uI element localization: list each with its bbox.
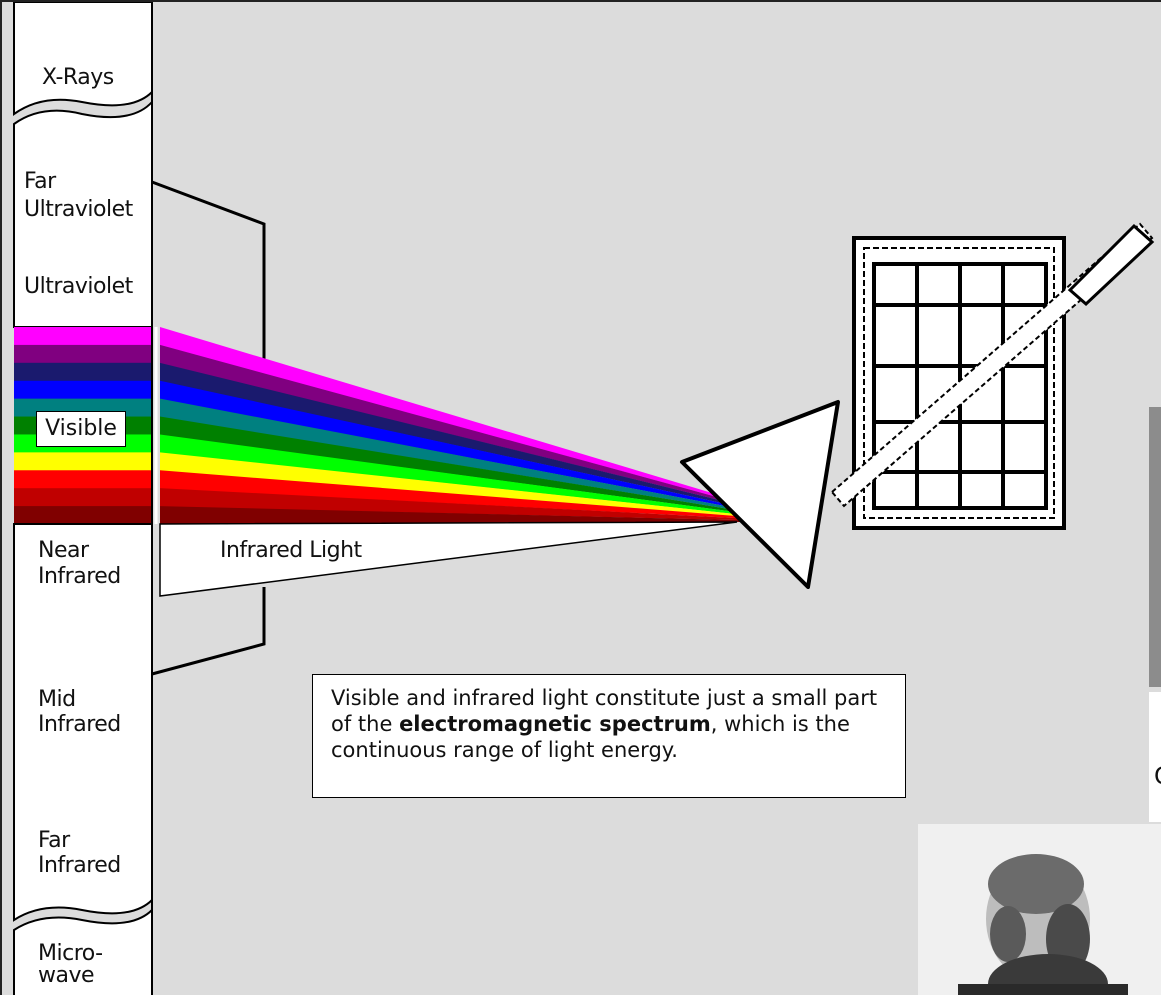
far-infrared-label-1: Far: [38, 829, 70, 853]
light-beam: [156, 327, 742, 525]
visible-band-7: [14, 452, 152, 471]
visible-band-3: [14, 381, 152, 400]
visible-band-0: [14, 327, 152, 346]
ultraviolet-label: Ultraviolet: [24, 275, 133, 299]
mid-infrared-label-2: Infrared: [38, 713, 121, 737]
near-infrared-label-2: Infrared: [38, 565, 121, 589]
visible-label: Visible: [36, 411, 126, 447]
far-infrared-label-2: Infrared: [38, 854, 121, 878]
portrait-icon: [918, 824, 1161, 995]
far-ultraviolet-label-2: Ultraviolet: [24, 198, 133, 222]
visible-band-2: [14, 363, 152, 382]
visible-band-8: [14, 470, 152, 489]
cropped-caption: [1149, 692, 1161, 822]
visible-band-9: [14, 488, 152, 507]
caption-box: Visible and infrared light constitute ju…: [312, 674, 906, 798]
mid-infrared-label-1: Mid: [38, 688, 76, 712]
cropped-caption-letter: C: [1154, 762, 1161, 790]
visible-band-1: [14, 345, 152, 364]
spectrum-column: [14, 2, 152, 995]
microwave-label-2: wave: [38, 964, 94, 988]
xrays-label: X-Rays: [42, 66, 114, 90]
infrared-light-label: Infrared Light: [220, 539, 362, 563]
xrays-band: [14, 2, 152, 114]
far-ultraviolet-label-1: Far: [24, 170, 56, 194]
cropped-photo: [1149, 407, 1161, 687]
portrait-photo: [918, 824, 1161, 995]
visible-band-10: [14, 506, 152, 525]
caption-bold-term: electromagnetic spectrum: [399, 712, 711, 736]
calorimeter-grid-icon: [832, 224, 1152, 528]
near-infrared-label-1: Near: [38, 539, 89, 563]
